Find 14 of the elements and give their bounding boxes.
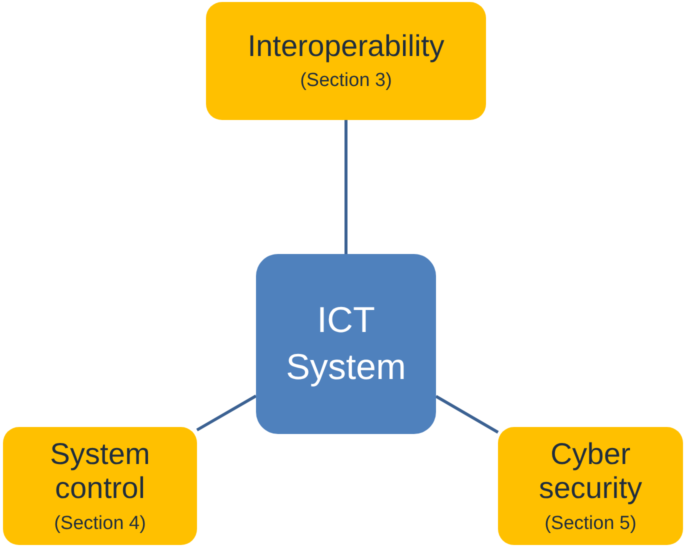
section-reference: (Section 5) xyxy=(544,512,636,534)
connector-line xyxy=(344,120,348,254)
topic-box xyxy=(206,2,486,120)
node-title: ICT System xyxy=(284,298,408,389)
node-title: Interoperability xyxy=(248,30,444,64)
connector-line xyxy=(435,394,499,434)
node-title: System control xyxy=(48,438,152,506)
node-title: Cyber security xyxy=(538,438,644,506)
topic-box xyxy=(3,427,197,545)
section-reference: (Section 3) xyxy=(300,70,392,92)
connector-line xyxy=(196,394,257,432)
system-box xyxy=(256,254,436,434)
topic-box xyxy=(498,427,683,545)
section-reference: (Section 4) xyxy=(54,512,146,534)
